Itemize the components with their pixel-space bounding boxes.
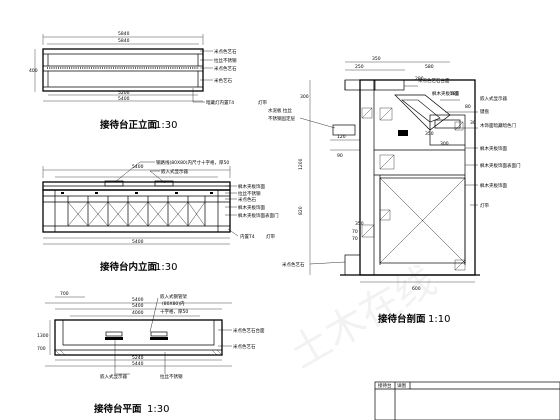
front-dim-bottom2: 5400	[118, 96, 130, 102]
section-dim-left-3: 820	[298, 206, 304, 215]
inner-elevation-title: 接待台内立面	[100, 261, 158, 273]
section-dim-top-2: 250	[355, 64, 364, 70]
section-dim-bottom: 600	[412, 286, 421, 292]
section-right-dim-5: 350	[425, 131, 434, 137]
inner-right-label-1: 枫木夹板饰面	[238, 183, 265, 190]
inner-right-label-2: 拉丝不锈钢	[238, 190, 261, 197]
section-dim-left-1: 300	[300, 94, 309, 100]
plan-label-2: (80X80)内	[162, 300, 185, 307]
plan-dim-top-3: 4000	[132, 310, 144, 316]
inner-right-label-5: 枫木夹板饰面表面门	[238, 212, 279, 219]
plan-dim-left-2: 700	[37, 346, 46, 352]
front-dim-top-sub: 5840	[118, 38, 130, 44]
front-label-2: 拉丝不锈钢	[214, 57, 237, 64]
inner-dim-bottom: 5400	[132, 239, 144, 245]
inner-left-label-1: 钢路线(80X80)内尺寸十字格，厚50	[156, 159, 229, 166]
section-dim-top-3: 580	[425, 64, 434, 70]
title-block-line2: 详图	[397, 382, 406, 389]
plan-dim-left-1: 1300	[37, 333, 49, 339]
section-dim-left-8: 70	[352, 236, 358, 242]
section-dim-left-4: 120	[337, 134, 346, 140]
section-scale: 1:10	[428, 314, 450, 325]
section-right-label-1: 米点色艺石台面	[418, 77, 450, 84]
inner-elevation-scale: 1:30	[155, 262, 177, 273]
section-right-dim-3: 80	[465, 104, 471, 110]
plan-label-3: 十字格，厚50	[160, 308, 188, 315]
inner-dim-top: 5400	[132, 164, 144, 170]
front-dim-left: 400	[29, 68, 38, 74]
plan-bottom-label-1: 嵌入式显示器	[100, 373, 127, 380]
inner-left-label-2: 嵌入式显示器	[161, 168, 188, 175]
front-dim-bottom: 5200	[118, 90, 130, 96]
plan-dim-bottom-1: 5240	[132, 355, 144, 361]
plan-view: 700 5400 5400 4000 1300 700 5240 5440 嵌入	[37, 291, 265, 415]
section-left-label-2: 不锈钢固定层	[268, 115, 295, 122]
inner-right-label-3: 米点色石	[238, 196, 256, 203]
section-dim-left-7: 70	[352, 229, 358, 235]
section-right-label-7: 枫木夹板饰面表面门	[480, 162, 521, 169]
section-right-dim-2: 180	[450, 91, 459, 97]
section-right-label-8: 枫木夹板饰面	[480, 182, 507, 189]
section-left-label-1: 水泥板 拉丝	[268, 107, 292, 114]
plan-dim-bottom-2: 5440	[132, 361, 144, 367]
inner-right-label-4: 枫木夹板饰面	[238, 204, 265, 211]
front-light-note2: 暗藏灯内置T4	[206, 99, 234, 106]
title-block: 接待台 详图	[374, 381, 560, 420]
plan-bottom-label-2: 拉丝不锈钢	[160, 373, 183, 380]
inner-elevation: 5400	[42, 159, 279, 273]
section-right-dim-4: 30	[470, 120, 476, 126]
front-light-note: 灯带	[258, 99, 267, 106]
plan-dim-top-1: 5400	[132, 297, 144, 303]
plan-dim-top-4: 700	[60, 291, 69, 297]
plan-label-1: 嵌入式钢管架	[160, 293, 187, 300]
section-title: 接待台剖面	[378, 313, 426, 325]
section-right-dim-6: 300	[440, 141, 449, 147]
front-elevation-title: 接待台正立面	[100, 119, 158, 131]
section-right-dim-1: 280	[415, 76, 424, 82]
section-right-label-3: 嵌入式显示器	[480, 95, 507, 102]
plan-dim-top-2: 5400	[132, 303, 144, 309]
plan-label-4: 米点色艺石台面	[233, 327, 265, 334]
section-dim-left-5: 90	[337, 153, 343, 159]
inner-right-label-7: 灯带	[266, 233, 275, 240]
front-label-3: 米点色艺石	[214, 65, 237, 72]
front-dim-top: 5840	[118, 31, 130, 37]
front-elevation: 5840 5840 400 5200 5400 米点色艺石 拉丝不锈钢 米点色艺…	[29, 31, 267, 131]
section-right-label-6: 枫木夹板饰面	[480, 145, 507, 152]
section-dim-top-1: 350	[372, 56, 381, 62]
plan-scale: 1:30	[147, 404, 169, 415]
front-label-1: 米点色艺石	[214, 48, 237, 55]
section-dim-left-2: 1200	[298, 158, 304, 170]
section-left-label-3: 米点色艺石	[282, 261, 305, 268]
section-right-label-4: 键盘	[480, 108, 489, 115]
section-right-label-9: 灯带	[480, 202, 489, 209]
plan-label-5: 米点色艺石	[233, 343, 256, 350]
front-label-4: 米色艺石	[214, 77, 232, 84]
inner-right-label-6: 内置T4	[240, 233, 255, 240]
title-block-line1: 接待台	[378, 382, 392, 389]
plan-title: 接待台平面	[94, 403, 142, 415]
section-right-label-5: 木饰面暗藏暗色门	[480, 122, 516, 129]
section-right-label-2: 枫木夹板饰面	[432, 90, 459, 97]
front-elevation-scale: 1:30	[155, 120, 177, 131]
section-view: 350 250 580 300 1200 820 120 90 350 70 7…	[268, 56, 521, 325]
